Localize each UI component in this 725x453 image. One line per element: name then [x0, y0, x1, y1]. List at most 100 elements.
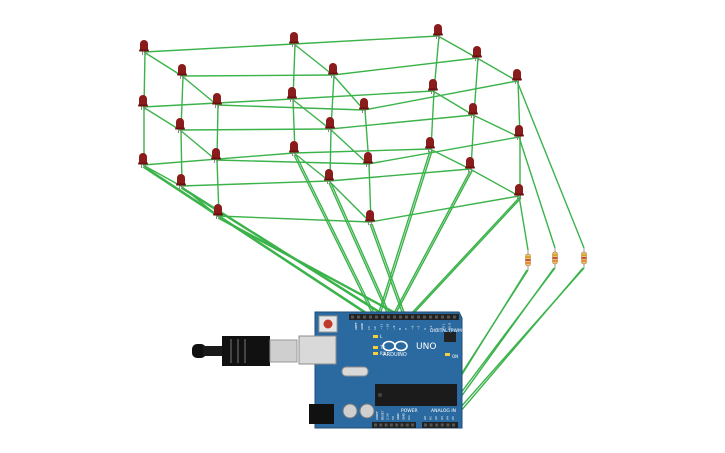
header-pin[interactable] [424, 423, 427, 427]
wire[interactable] [329, 128, 369, 165]
wire[interactable] [219, 217, 401, 316]
header-pin[interactable] [374, 423, 377, 427]
wire[interactable] [330, 182, 391, 316]
resistor[interactable] [581, 248, 587, 268]
wire[interactable] [394, 170, 473, 316]
led[interactable] [428, 79, 438, 94]
led[interactable] [465, 157, 475, 172]
wire[interactable] [328, 180, 371, 223]
header-pin[interactable] [411, 315, 414, 319]
header-pin[interactable] [417, 315, 420, 319]
led[interactable] [289, 141, 299, 156]
wire[interactable] [328, 168, 471, 182]
wire[interactable] [293, 152, 330, 182]
wire[interactable] [332, 57, 478, 76]
wire[interactable] [329, 114, 474, 130]
header-pin[interactable] [387, 315, 390, 319]
wire[interactable] [217, 217, 399, 316]
led[interactable] [213, 204, 223, 219]
header-pin[interactable] [399, 315, 402, 319]
wire[interactable] [469, 168, 520, 197]
header-pin[interactable] [411, 423, 415, 427]
header-pin[interactable] [405, 315, 408, 319]
wire[interactable] [295, 154, 376, 316]
wire[interactable] [293, 154, 374, 316]
wire[interactable] [291, 90, 434, 100]
led[interactable] [363, 152, 373, 167]
led[interactable] [514, 125, 524, 140]
wire[interactable] [518, 195, 529, 251]
led[interactable] [433, 24, 443, 39]
wire[interactable] [332, 74, 365, 111]
resistor[interactable] [525, 250, 531, 270]
wire[interactable] [328, 182, 389, 316]
wire[interactable] [181, 74, 334, 77]
header-pin[interactable] [351, 315, 354, 319]
wire[interactable] [144, 166, 371, 316]
wire[interactable] [142, 106, 181, 131]
wire[interactable] [447, 267, 584, 427]
led[interactable] [138, 95, 148, 110]
header-pin[interactable] [400, 423, 404, 427]
led[interactable] [324, 169, 334, 184]
header-pin[interactable] [423, 315, 426, 319]
wire[interactable] [437, 35, 478, 59]
header-pin[interactable] [393, 315, 396, 319]
led[interactable] [212, 93, 222, 108]
led[interactable] [512, 69, 522, 84]
wire[interactable] [180, 180, 330, 187]
header-pin[interactable] [440, 423, 444, 427]
led[interactable] [325, 117, 335, 132]
wire[interactable] [367, 136, 520, 165]
wire[interactable] [476, 57, 518, 82]
header-pin[interactable] [453, 315, 456, 319]
header-pin[interactable] [369, 315, 372, 319]
wire[interactable] [142, 166, 369, 316]
wire[interactable] [179, 129, 217, 161]
led[interactable] [365, 210, 375, 225]
wire[interactable] [293, 148, 431, 154]
header-pin[interactable] [441, 315, 444, 319]
led[interactable] [175, 118, 185, 133]
wire[interactable] [181, 75, 218, 106]
wire[interactable] [516, 80, 585, 249]
wire[interactable] [371, 223, 406, 316]
wire[interactable] [143, 43, 295, 53]
led[interactable] [287, 87, 297, 102]
wire[interactable] [369, 195, 520, 223]
wire[interactable] [392, 170, 471, 316]
wire[interactable] [142, 164, 182, 187]
wire[interactable] [472, 114, 520, 138]
led[interactable] [289, 32, 299, 47]
header-pin[interactable] [405, 423, 409, 427]
led[interactable] [139, 40, 149, 55]
wire[interactable] [369, 223, 404, 316]
header-pin[interactable] [389, 423, 393, 427]
wire[interactable] [411, 197, 522, 316]
header-pin[interactable] [446, 423, 450, 427]
wire[interactable] [379, 150, 433, 316]
wire[interactable] [143, 51, 183, 77]
led[interactable] [328, 63, 338, 78]
wire[interactable] [518, 136, 556, 249]
led[interactable] [177, 64, 187, 79]
resistor[interactable] [552, 248, 558, 268]
led[interactable] [425, 137, 435, 152]
wire[interactable] [216, 104, 365, 111]
header-pin[interactable] [435, 423, 439, 427]
header-pin[interactable] [429, 315, 432, 319]
arduino-uno-board[interactable]: ARDUINO UNO DIGITAL (PWM~) POWER ANALOG … [298, 311, 468, 429]
header-pin[interactable] [375, 315, 378, 319]
usb-cable[interactable] [192, 336, 298, 366]
header-pin[interactable] [429, 423, 433, 427]
led[interactable] [176, 174, 186, 189]
wire[interactable] [409, 197, 520, 316]
header-pin[interactable] [384, 423, 388, 427]
wire[interactable] [293, 43, 334, 76]
wire[interactable] [179, 128, 331, 131]
wire[interactable] [293, 35, 439, 45]
wire[interactable] [377, 150, 431, 316]
led[interactable] [211, 148, 221, 163]
header-pin[interactable] [395, 423, 399, 427]
